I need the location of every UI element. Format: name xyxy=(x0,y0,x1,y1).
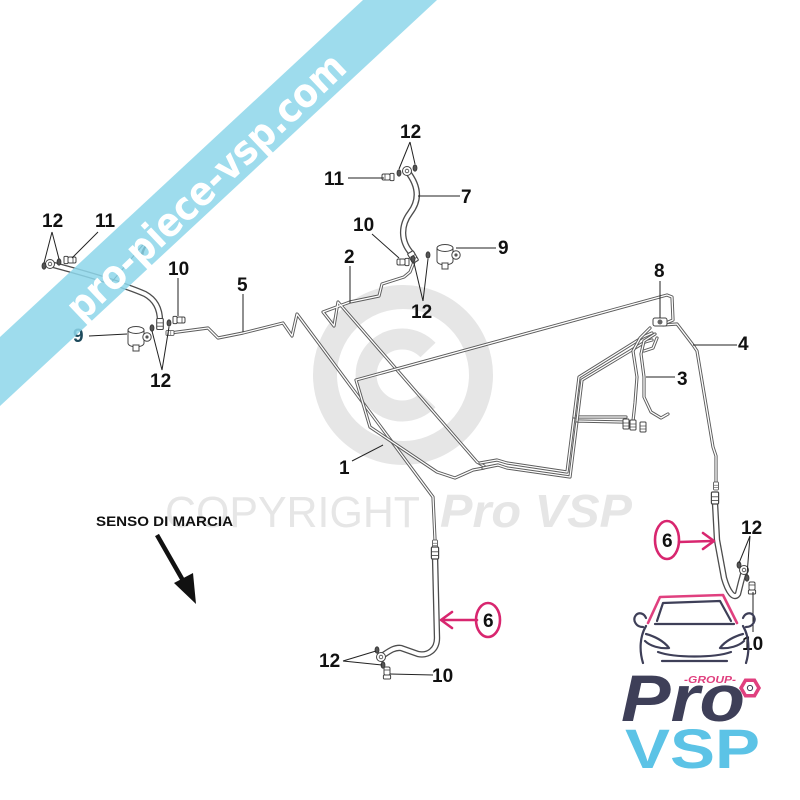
callout-12: 12 xyxy=(741,518,762,539)
bolt-11 xyxy=(63,255,77,265)
callout-11: 11 xyxy=(95,211,116,232)
provsp-logo: -GROUP- Pro VSP xyxy=(621,593,762,780)
washer-12 xyxy=(425,251,431,259)
callout-3: 3 xyxy=(677,369,688,390)
callout-11: 11 xyxy=(324,169,345,190)
callout-6-highlighted: 6 xyxy=(483,611,494,632)
bolt-10 xyxy=(747,581,757,595)
hose-fitting xyxy=(430,546,440,560)
callout-1: 1 xyxy=(339,458,350,479)
washer-12 xyxy=(166,319,172,327)
callout-12: 12 xyxy=(150,371,171,392)
hose-fitting xyxy=(710,491,720,505)
logo-group-text: -GROUP- xyxy=(684,675,737,686)
highlight-part-6 xyxy=(439,519,716,639)
copyright-watermark: COPYRIGHT Pro VSP xyxy=(165,285,632,537)
callout-10: 10 xyxy=(742,634,763,655)
hose-6-right xyxy=(715,503,744,596)
callout-12: 12 xyxy=(42,211,63,232)
copyright-word: COPYRIGHT xyxy=(165,488,420,537)
banjo-eye xyxy=(402,166,412,176)
callout-9: 9 xyxy=(73,326,84,347)
washer-12 xyxy=(56,258,62,266)
callout-10: 10 xyxy=(432,666,453,687)
callout-9: 9 xyxy=(498,238,509,259)
banner-text: pro-piece-vsp.com xyxy=(57,44,356,331)
pipe-fitting xyxy=(165,330,175,336)
brake-pipes xyxy=(165,260,719,549)
callout-12: 12 xyxy=(319,651,340,672)
callout-2: 2 xyxy=(344,247,355,268)
pipe-4 xyxy=(661,322,718,484)
logo-pro-text: Pro xyxy=(621,661,745,735)
pipe-fitting xyxy=(622,418,630,430)
hose-7-right xyxy=(403,171,417,254)
hex-nut-icon xyxy=(738,678,762,698)
washer-12 xyxy=(410,255,416,263)
bolt-10 xyxy=(382,666,392,680)
pipe-fitting xyxy=(713,481,719,491)
callout-6-highlighted: 6 xyxy=(662,531,673,552)
bolt-10 xyxy=(396,257,410,267)
highlight-circle xyxy=(653,519,681,561)
tee-fitting-8 xyxy=(652,317,668,327)
pipe-1-bottom-run xyxy=(478,331,654,479)
callout-7: 7 xyxy=(461,187,472,208)
callout-10: 10 xyxy=(353,215,374,236)
direction-arrow-shaft xyxy=(155,533,187,586)
hose-6-left xyxy=(382,556,437,656)
valve-9-left xyxy=(127,326,152,352)
washer-12 xyxy=(374,646,380,654)
pipe-fitting xyxy=(639,421,647,433)
callout-10: 10 xyxy=(168,259,189,280)
washer-12 xyxy=(41,262,47,270)
washer-12 xyxy=(396,169,402,177)
arrow-left-icon xyxy=(439,610,479,630)
callout-12: 12 xyxy=(411,302,432,323)
banner-stripe xyxy=(0,0,437,406)
direction-label: SENSO DI MARCIA xyxy=(96,513,233,529)
callout-5: 5 xyxy=(237,275,248,296)
copyright-brand: Pro VSP xyxy=(440,485,632,537)
bolt-11 xyxy=(381,172,395,182)
direction-of-travel: SENSO DI MARCIA xyxy=(96,513,233,604)
banjo-eye xyxy=(376,652,386,662)
logo-vsp-text: VSP xyxy=(625,717,760,780)
arrow-right-icon xyxy=(677,531,716,551)
banjo-eye xyxy=(45,259,55,269)
copyright-ring xyxy=(313,285,493,465)
pipe-1 xyxy=(354,293,675,480)
pipe-fitting xyxy=(629,419,637,431)
copyright-c-icon xyxy=(355,328,436,422)
callout-4: 4 xyxy=(738,334,749,355)
bolt-10 xyxy=(172,315,186,325)
callout-8: 8 xyxy=(654,261,665,282)
washer-12 xyxy=(744,574,750,582)
hose-fitting xyxy=(156,317,164,331)
callout-12: 12 xyxy=(400,122,421,143)
direction-arrow-icon xyxy=(174,573,196,604)
washer-12 xyxy=(149,324,155,332)
car-outline-icon xyxy=(633,593,756,665)
washer-12 xyxy=(412,164,418,172)
